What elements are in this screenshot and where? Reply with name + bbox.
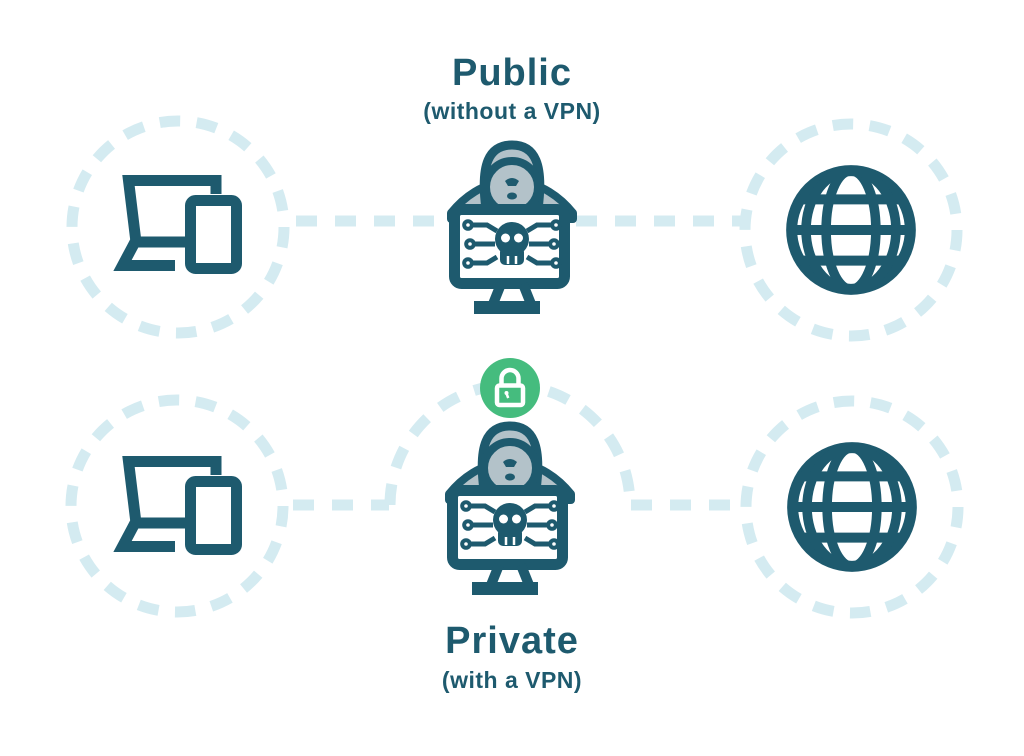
private-subtitle: (with a VPN) — [441, 667, 583, 693]
vpn-tunnel-arc — [384, 379, 636, 506]
public-subtitle: (without a VPN) — [423, 98, 601, 124]
laptop-and-tablet-icon — [112, 453, 242, 558]
internet-icon-private — [785, 440, 919, 574]
dashed-circle — [739, 118, 963, 342]
hacker-icon-private — [435, 420, 585, 605]
vpn-lock-badge — [480, 358, 540, 423]
dashed-circle — [65, 394, 289, 618]
internet-globe-icon — [785, 440, 919, 574]
public-title: Public — [451, 52, 573, 94]
internet-icon-public — [784, 163, 918, 297]
devices-icon-private — [112, 453, 242, 558]
private-title: Private — [445, 620, 579, 662]
padlock-icon — [480, 358, 540, 418]
hacker-icon-public — [437, 139, 587, 324]
laptop-and-tablet-icon — [112, 172, 242, 277]
hacker-malware-monitor-icon — [437, 139, 587, 324]
internet-globe-icon — [784, 163, 918, 297]
devices-icon-public — [112, 172, 242, 277]
dashed-circle — [740, 395, 964, 619]
hacker-malware-monitor-icon — [435, 420, 585, 605]
dashed-circle — [66, 115, 290, 339]
